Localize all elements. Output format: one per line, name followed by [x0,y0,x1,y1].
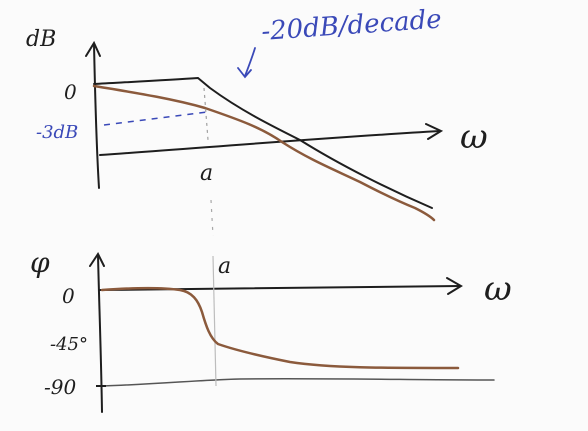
magnitude-corner-label: a [200,161,213,186]
magnitude-corner-guide [203,87,209,141]
magnitude-y-axis [93,43,100,189]
slope-annotation: -20dB/decade [260,4,442,47]
magnitude-actual-curve [92,84,436,222]
phase-corner-label: a [218,254,231,279]
phase-minus-90-line [101,377,495,387]
phase-plot: φ ω 0 -45° -90 a [30,246,512,413]
magnitude-asymptote [93,76,433,209]
phase-x-label: ω [484,269,512,309]
magnitude-y-label: dB [26,27,56,52]
phase-y-label: φ [30,246,50,279]
phase-corner-guide [212,255,217,387]
phase-y-axis [97,254,103,413]
magnitude-tick-zero: 0 [64,80,77,104]
corner-frequency-guide-between [210,199,214,237]
annotation-arrow [237,47,256,79]
phase-tick-minus90-label: -90 [44,375,76,399]
magnitude-plot: dB ω 0 -3dB a -20dB/decade [26,4,488,222]
minus-3db-dashed-line [103,111,208,126]
magnitude-y-axis-arrow [85,40,101,57]
magnitude-x-axis [99,130,441,156]
magnitude-x-axis-arrow [425,123,444,140]
phase-actual-curve [100,286,460,370]
phase-tick-zero: 0 [62,284,75,308]
phase-tick-minus45: -45° [50,334,88,355]
magnitude-tick-minus3db: -3dB [36,122,78,143]
phase-x-axis-arrow [446,277,463,295]
magnitude-x-label: ω [460,117,488,157]
phase-y-axis-arrow [89,252,105,267]
